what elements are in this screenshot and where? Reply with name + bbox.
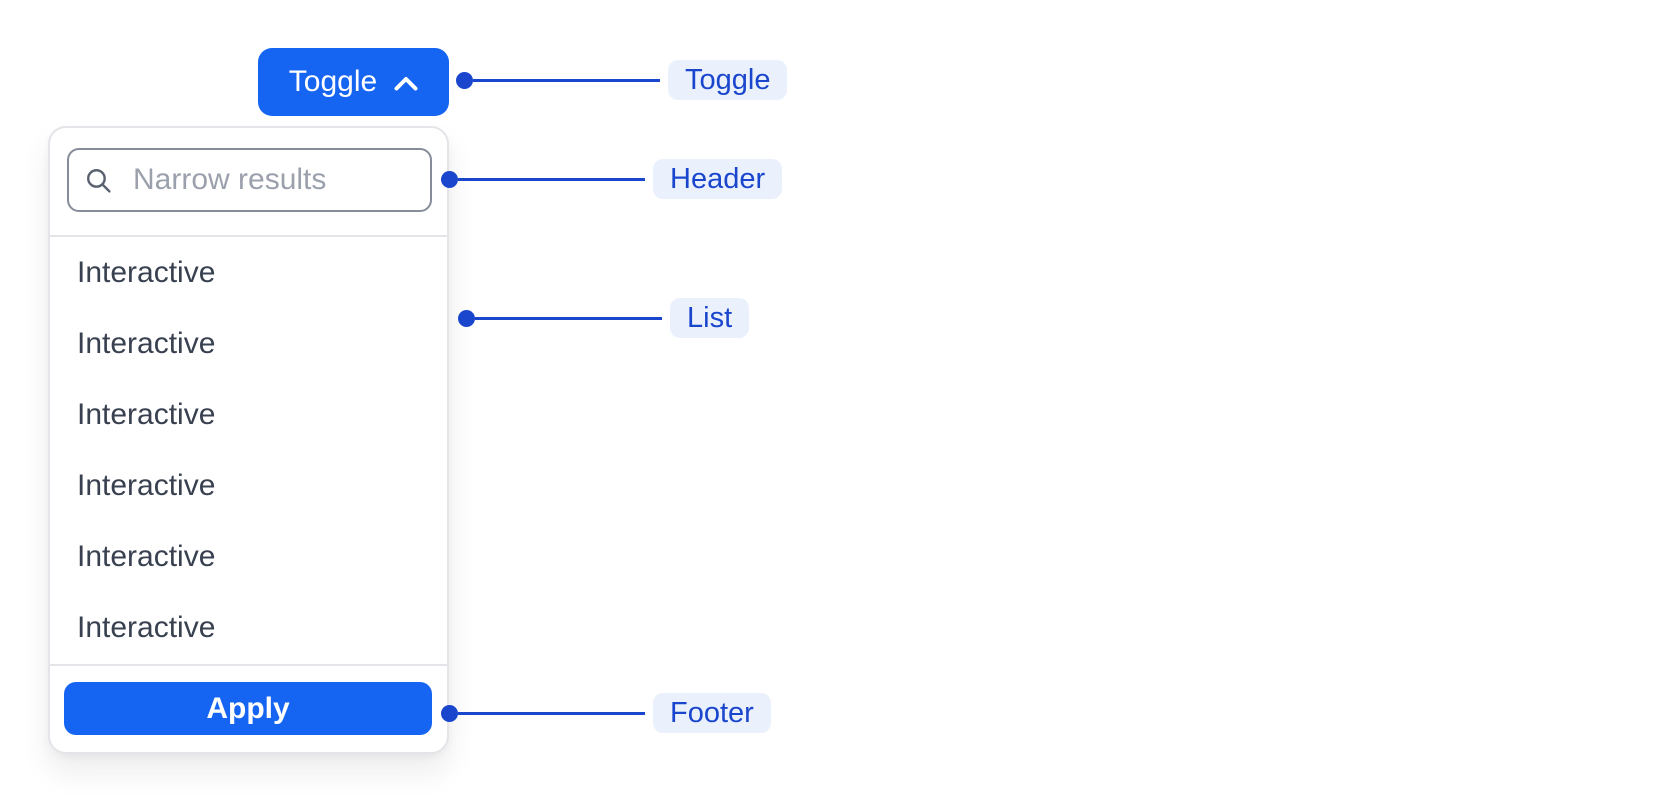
annotation-dot	[458, 309, 475, 327]
list-item[interactable]: Interactive	[77, 469, 216, 503]
dropdown-list: Interactive Interactive Interactive Inte…	[50, 235, 447, 666]
annotation-list: List	[458, 296, 750, 340]
dropdown-panel: Interactive Interactive Interactive Inte…	[48, 126, 449, 754]
list-item[interactable]: Interactive	[77, 611, 216, 645]
annotation-header: Header	[441, 157, 783, 201]
annotation-label-header: Header	[653, 159, 783, 199]
list-item[interactable]: Interactive	[77, 255, 216, 289]
annotation-footer: Footer	[441, 691, 771, 735]
annotation-line	[473, 78, 660, 82]
annotation-label-footer: Footer	[653, 693, 771, 733]
list-item[interactable]: Interactive	[77, 397, 216, 431]
apply-button[interactable]: Apply	[64, 682, 432, 735]
annotation-line	[475, 316, 662, 320]
search-input[interactable]	[131, 162, 416, 198]
annotation-label-toggle: Toggle	[668, 60, 788, 100]
search-icon	[87, 168, 111, 193]
annotation-line	[458, 177, 645, 181]
annotation-toggle: Toggle	[456, 58, 788, 102]
dropdown-footer: Apply	[50, 666, 447, 752]
annotation-label-list: List	[670, 298, 750, 338]
dropdown-header	[50, 128, 447, 235]
annotation-dot	[456, 71, 473, 89]
search-box[interactable]	[67, 148, 432, 212]
annotation-line	[458, 711, 645, 715]
list-item[interactable]: Interactive	[77, 326, 216, 360]
annotation-dot	[441, 170, 458, 188]
annotation-dot	[441, 704, 458, 722]
list-item[interactable]: Interactive	[77, 540, 216, 574]
toggle-button[interactable]: Toggle	[258, 48, 449, 116]
toggle-button-label: Toggle	[288, 65, 378, 98]
chevron-up-icon	[394, 65, 418, 99]
